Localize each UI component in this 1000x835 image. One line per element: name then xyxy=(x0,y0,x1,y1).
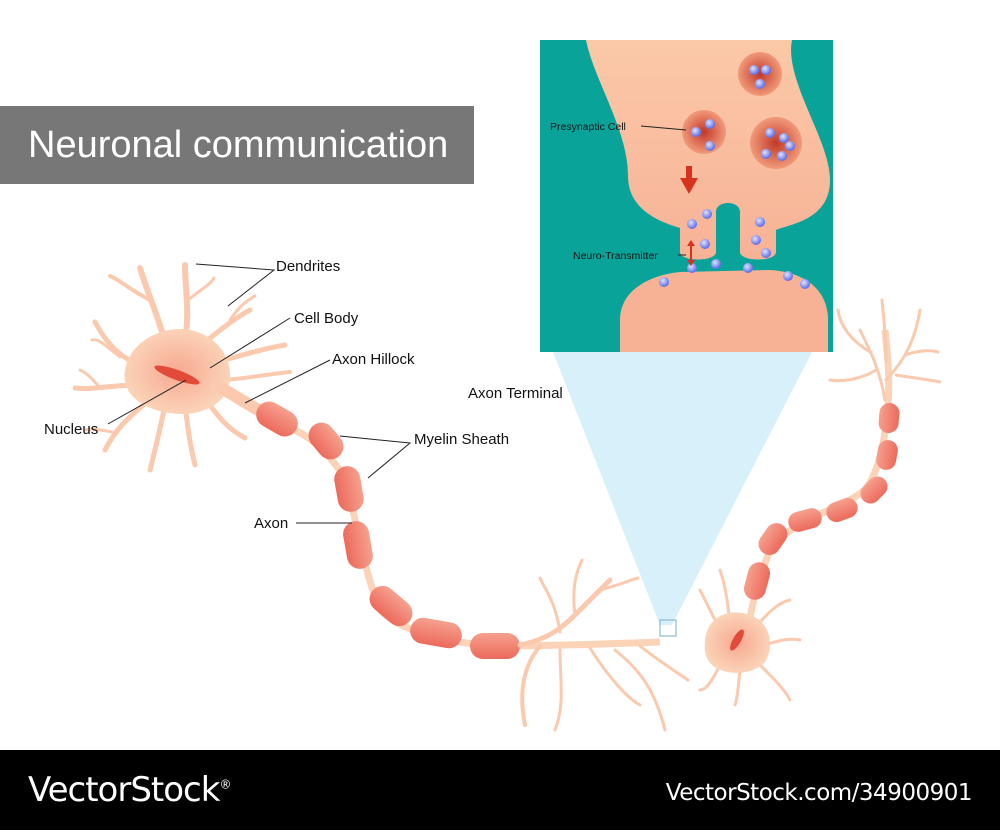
footer-bar: VectorStock® VectorStock.com/34900901 xyxy=(0,750,1000,830)
leader-presynaptic xyxy=(640,125,687,131)
vesicle xyxy=(682,110,726,154)
axon-terminal-branches xyxy=(517,558,690,732)
myelin-sheath-segments xyxy=(256,401,520,659)
down-arrow-icon xyxy=(680,166,698,194)
label-axon-terminal: Axon Terminal xyxy=(468,385,563,402)
page-title: Neuronal communication xyxy=(28,124,449,166)
zoom-marker xyxy=(659,619,677,637)
axon-hillock xyxy=(209,379,268,418)
vesicle xyxy=(738,52,782,96)
postsynaptic-membrane xyxy=(620,270,828,352)
nucleus xyxy=(154,365,200,385)
nucleus-2 xyxy=(730,629,744,651)
leader-lines xyxy=(107,263,412,524)
neurotransmitter-molecules xyxy=(659,209,810,289)
registered-mark: ® xyxy=(219,777,231,792)
stock-id: VectorStock.com/34900901 xyxy=(665,780,973,806)
label-dendrites: Dendrites xyxy=(276,258,340,275)
label-nucleus: Nucleus xyxy=(44,421,98,438)
label-neuro-transmitter: Neuro-Transmitter xyxy=(573,250,658,262)
label-presynaptic-cell: Presynaptic Cell xyxy=(550,121,626,133)
label-myelin-sheath: Myelin Sheath xyxy=(414,431,509,448)
second-neuron xyxy=(698,298,942,707)
watermark-brand: VectorStock® xyxy=(28,770,231,810)
vesicle xyxy=(750,117,802,169)
brand-name: VectorStock xyxy=(28,770,220,810)
zoom-cone xyxy=(553,352,812,625)
label-axon: Axon xyxy=(254,515,288,532)
title-banner: Neuronal communication xyxy=(0,106,474,184)
label-cell-body: Cell Body xyxy=(294,310,359,327)
label-axon-hillock: Axon Hillock xyxy=(332,351,415,368)
synapse-inset: Presynaptic Cell Neuro-Transmitter xyxy=(540,40,833,352)
double-arrow-icon xyxy=(687,240,695,266)
